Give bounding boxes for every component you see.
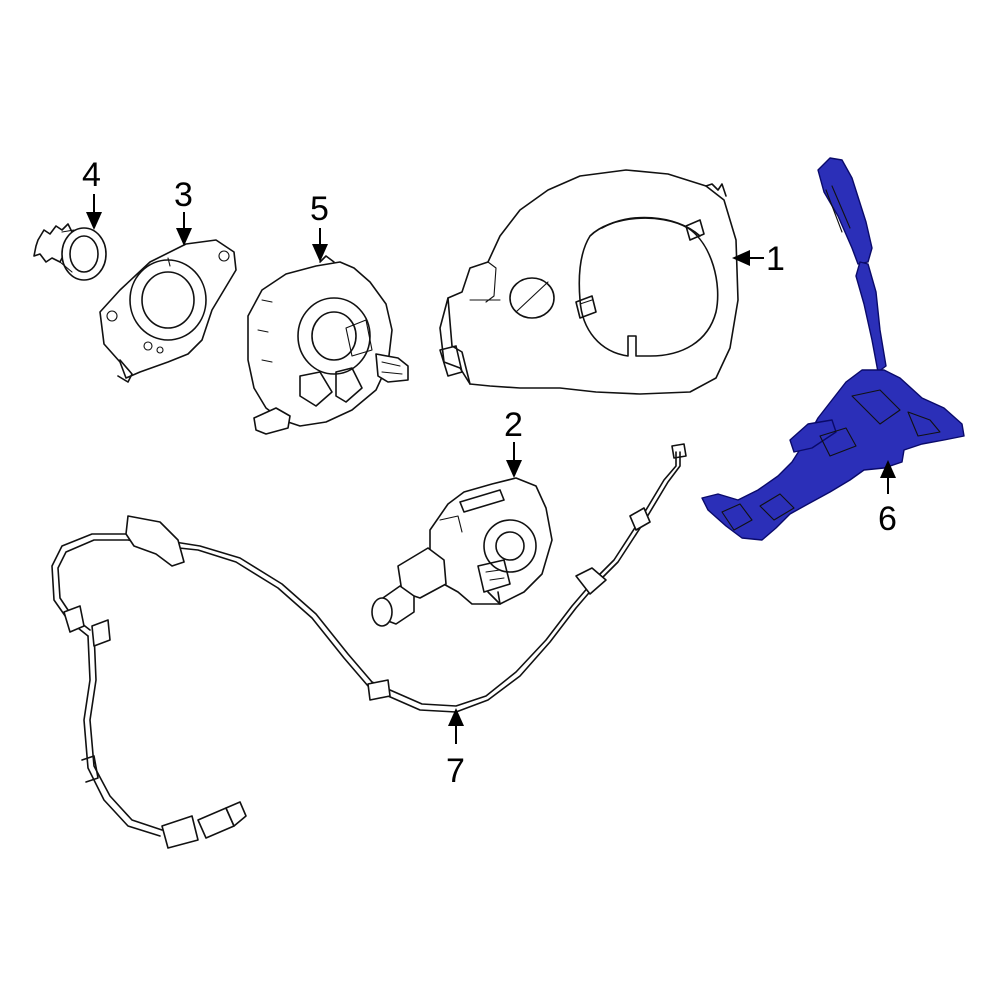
callout-1: 1 [732, 240, 785, 278]
part-3-bracket[interactable] [99, 239, 237, 383]
part-5-clock-spring[interactable] [247, 255, 409, 435]
part-4-gear[interactable] [33, 223, 107, 281]
callout-4: 4 [82, 156, 102, 230]
part-6-shift-lever[interactable] [701, 157, 965, 541]
part-7-cable[interactable] [51, 443, 687, 849]
callout-5: 5 [310, 190, 329, 262]
callout-label-5: 5 [310, 190, 329, 228]
callout-label-4: 4 [82, 156, 101, 194]
callout-label-1: 1 [766, 240, 785, 278]
callout-label-6: 6 [878, 500, 897, 538]
callout-3: 3 [174, 176, 193, 246]
callout-label-2: 2 [504, 406, 523, 444]
part-2-combination-switch[interactable] [371, 477, 553, 627]
part-1-column-cover[interactable] [439, 169, 739, 395]
callout-7: 7 [446, 708, 465, 790]
callout-label-3: 3 [174, 176, 193, 214]
callout-6: 6 [878, 460, 897, 538]
callout-label-7: 7 [446, 752, 465, 790]
callout-2: 2 [504, 406, 523, 478]
